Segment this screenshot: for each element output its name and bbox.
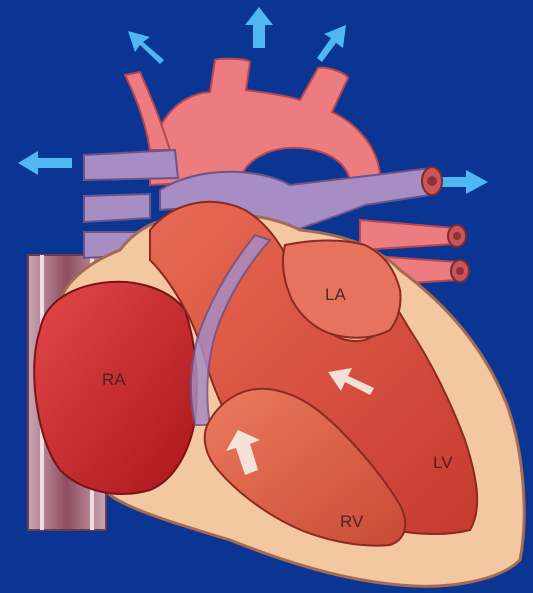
flow-arrow-icon — [317, 25, 346, 62]
label-lv: LV — [433, 453, 453, 472]
flow-arrow-icon — [440, 170, 488, 194]
flow-arrow-icon — [245, 7, 273, 48]
flow-arrow-icon — [128, 31, 164, 64]
flow-arrow-icon — [18, 151, 72, 175]
label-ra: RA — [102, 370, 126, 389]
label-la: LA — [325, 285, 346, 304]
label-rv: RV — [340, 512, 364, 531]
